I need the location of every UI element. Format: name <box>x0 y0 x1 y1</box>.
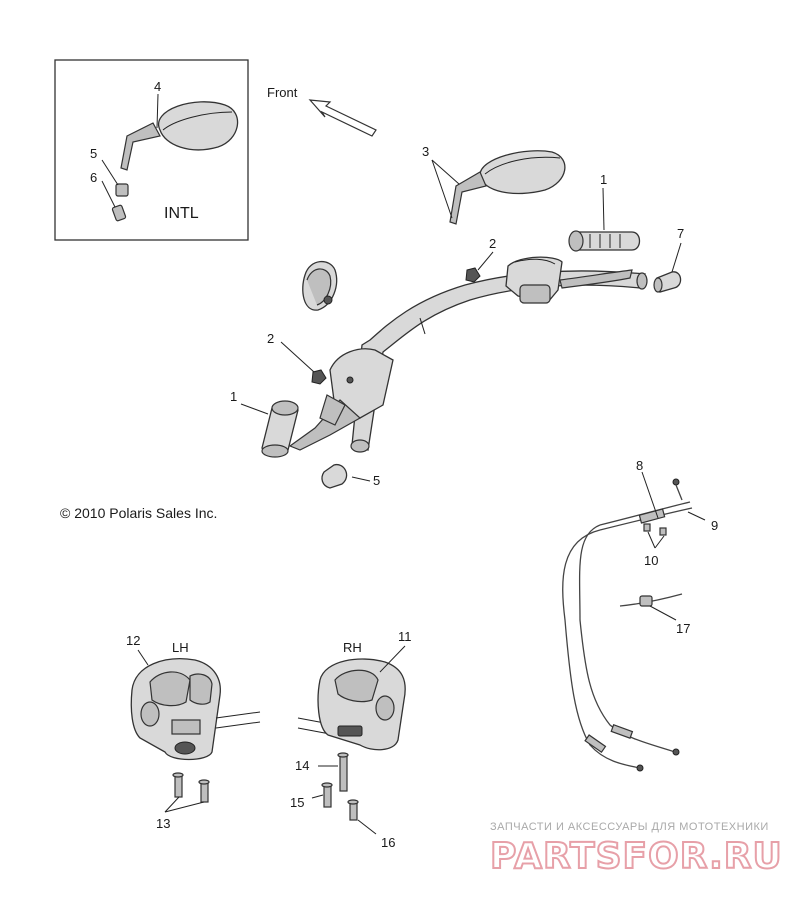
callout-2-right: 2 <box>489 236 496 251</box>
intl-mirror-4 <box>120 101 239 171</box>
callout-15: 15 <box>290 795 304 810</box>
bar-end-7 <box>653 271 682 293</box>
rh-label: RH <box>343 640 362 655</box>
callout-5-main: 5 <box>373 473 380 488</box>
rh-screws-14-15-16 <box>321 752 359 821</box>
front-arrow <box>308 99 377 137</box>
callout-17: 17 <box>676 621 690 636</box>
callout-9: 9 <box>711 518 718 533</box>
callout-8: 8 <box>636 458 643 473</box>
intl-bolt-6 <box>111 204 127 222</box>
copyright-label: © 2010 Polaris Sales Inc. <box>60 505 217 521</box>
intl-nut-5 <box>115 183 129 197</box>
throttle-cables <box>562 478 693 772</box>
callout-2-left: 2 <box>267 331 274 346</box>
callout-14: 14 <box>295 758 309 773</box>
callout-10: 10 <box>644 553 658 568</box>
callout-3: 3 <box>422 144 429 159</box>
callout-4: 4 <box>154 79 161 94</box>
mirror-left <box>302 260 338 311</box>
grip-right-1 <box>568 230 641 252</box>
cable-clamp-17 <box>619 593 683 607</box>
lh-switch-housing <box>130 658 261 761</box>
right-brake-master <box>505 256 633 304</box>
intl-label: INTL <box>164 205 199 222</box>
callout-12: 12 <box>126 633 140 648</box>
lh-label: LH <box>172 640 189 655</box>
callout-13: 13 <box>156 816 170 831</box>
front-label: Front <box>267 85 298 100</box>
callout-1-left: 1 <box>230 389 237 404</box>
callout-5-intl: 5 <box>90 146 97 161</box>
callout-16: 16 <box>381 835 395 850</box>
callout-1-right: 1 <box>600 172 607 187</box>
callout-11: 11 <box>398 629 412 644</box>
intl-inset <box>54 59 249 241</box>
watermark-tagline: ЗАПЧАСТИ И АКСЕССУАРЫ ДЛЯ МОТОТЕХНИКИ <box>490 821 769 833</box>
rh-switch-housing <box>297 658 406 751</box>
handlebar <box>350 270 648 453</box>
leader-lines <box>137 187 706 835</box>
bar-end-5 <box>321 463 348 489</box>
callout-6: 6 <box>90 170 97 185</box>
callout-7: 7 <box>677 226 684 241</box>
grip-left-1 <box>261 400 299 458</box>
screw-2-left <box>311 369 327 385</box>
lh-screws-13 <box>164 772 210 813</box>
left-clutch-assembly <box>288 348 394 451</box>
mirror-right-3 <box>431 150 566 225</box>
screw-2-right <box>465 267 481 283</box>
watermark-brand: PARTSFOR.RU <box>490 836 783 877</box>
